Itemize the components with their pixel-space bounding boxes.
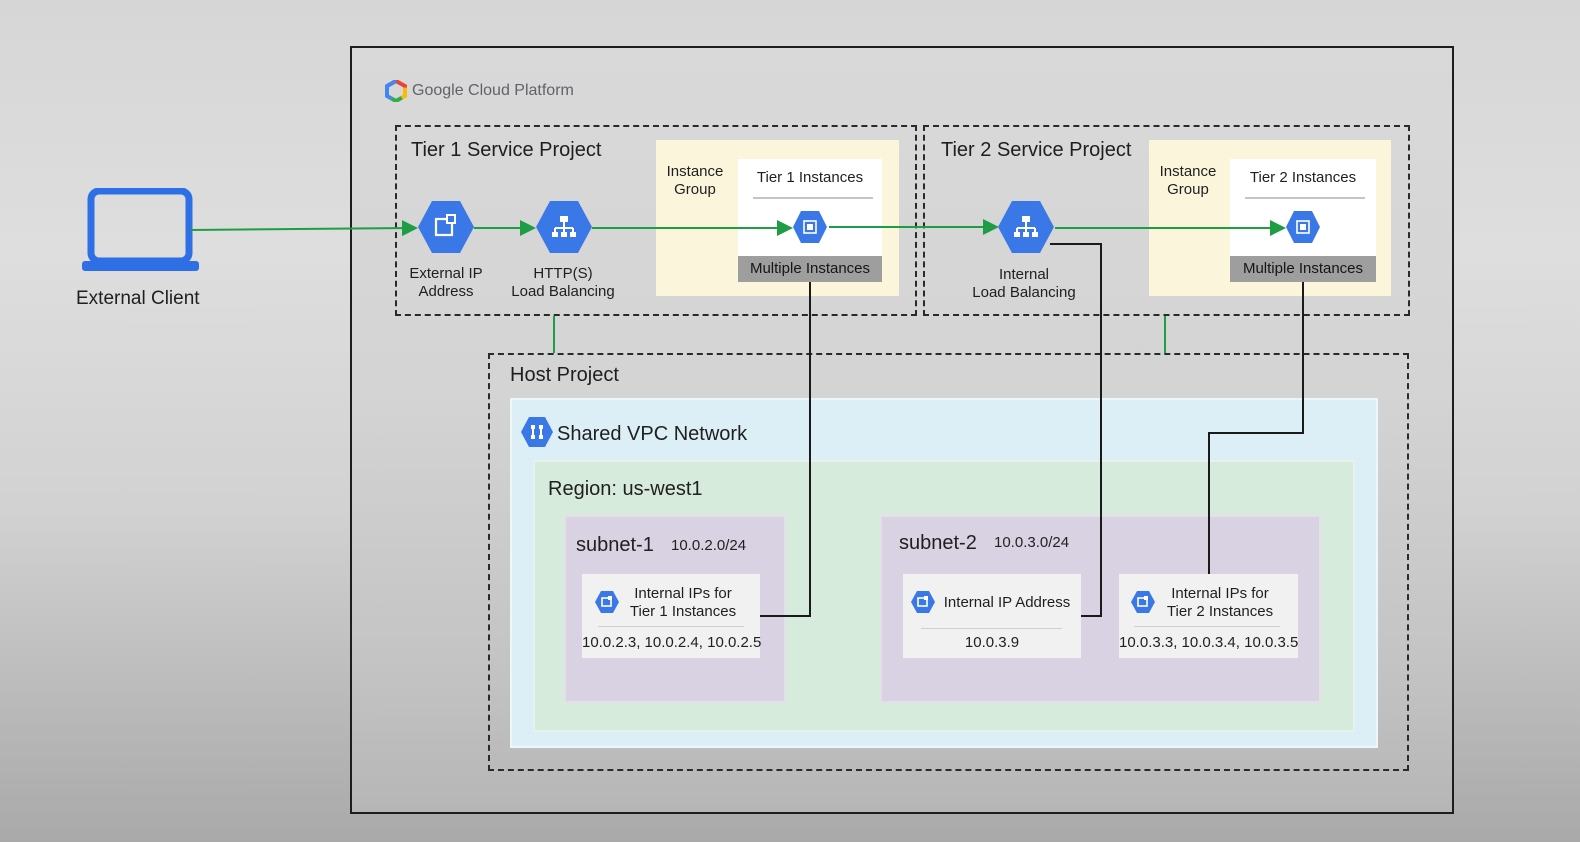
divider bbox=[1134, 626, 1280, 627]
internal-ip-icon bbox=[910, 590, 936, 619]
load-balancer-icon bbox=[535, 200, 593, 259]
divider bbox=[753, 197, 873, 199]
internal-ip-icon bbox=[594, 590, 620, 619]
tier2-instances-to-subnet2-link bbox=[1208, 282, 1304, 574]
subnet-1-name: subnet-1 bbox=[576, 534, 654, 556]
host-project-title: Host Project bbox=[510, 364, 619, 386]
ilb-internal-ip-title: Internal IP Address bbox=[943, 594, 1071, 611]
tier2-internal-ips-box bbox=[1119, 574, 1298, 658]
compute-engine-icon bbox=[1285, 210, 1321, 249]
divider bbox=[921, 628, 1062, 629]
subnet-2-name: subnet-2 bbox=[899, 532, 977, 554]
tier2-internal-ips-values: 10.0.3.3, 10.0.3.4, 10.0.3.5 bbox=[1119, 634, 1299, 651]
tier2-title: Tier 2 Service Project bbox=[941, 139, 1132, 161]
external-client-label: External Client bbox=[76, 288, 200, 309]
compute-engine-icon bbox=[792, 210, 828, 249]
divider bbox=[598, 626, 744, 627]
internal-lb-to-subnet2-link bbox=[1050, 243, 1102, 617]
flow-client-to-external-ip bbox=[189, 220, 418, 237]
internal-ip-icon bbox=[1130, 590, 1156, 619]
laptop-icon bbox=[80, 187, 200, 279]
tier1-internal-ips-box bbox=[582, 574, 760, 658]
tier2-instances-title: Tier 2 Instances bbox=[1249, 169, 1357, 186]
tier1-instances-to-subnet1-link bbox=[760, 282, 811, 617]
tier2-project-box bbox=[923, 125, 1410, 316]
http-lb-label: HTTP(S)Load Balancing bbox=[511, 265, 615, 300]
ilb-internal-ip-box bbox=[903, 574, 1081, 658]
tier1-title: Tier 1 Service Project bbox=[411, 139, 602, 161]
external-ip-icon bbox=[417, 200, 475, 259]
vpc-label: Shared VPC Network bbox=[557, 423, 748, 445]
gcp-logo-text: Google Cloud Platform bbox=[412, 82, 574, 99]
ilb-internal-ip-value: 10.0.3.9 bbox=[964, 634, 1020, 651]
subnet-1-cidr: 10.0.2.0/24 bbox=[671, 537, 747, 554]
tier1-multiple-instances: Multiple Instances bbox=[738, 256, 882, 282]
tier1-internal-ips-values: 10.0.2.3, 10.0.2.4, 10.0.2.5 bbox=[582, 634, 762, 651]
gcp-logo-icon bbox=[385, 78, 407, 107]
load-balancer-icon bbox=[997, 200, 1055, 259]
host-project-box bbox=[488, 353, 1409, 771]
tier1-project-box bbox=[395, 125, 917, 316]
divider bbox=[1245, 197, 1365, 199]
subnet-2-cidr: 10.0.3.0/24 bbox=[994, 534, 1070, 551]
region-label: Region: us-west1 bbox=[548, 478, 703, 500]
tier1-instances-title: Tier 1 Instances bbox=[756, 169, 864, 186]
tier2-multiple-instances: Multiple Instances bbox=[1230, 256, 1376, 282]
vpc-network-icon bbox=[520, 416, 554, 453]
